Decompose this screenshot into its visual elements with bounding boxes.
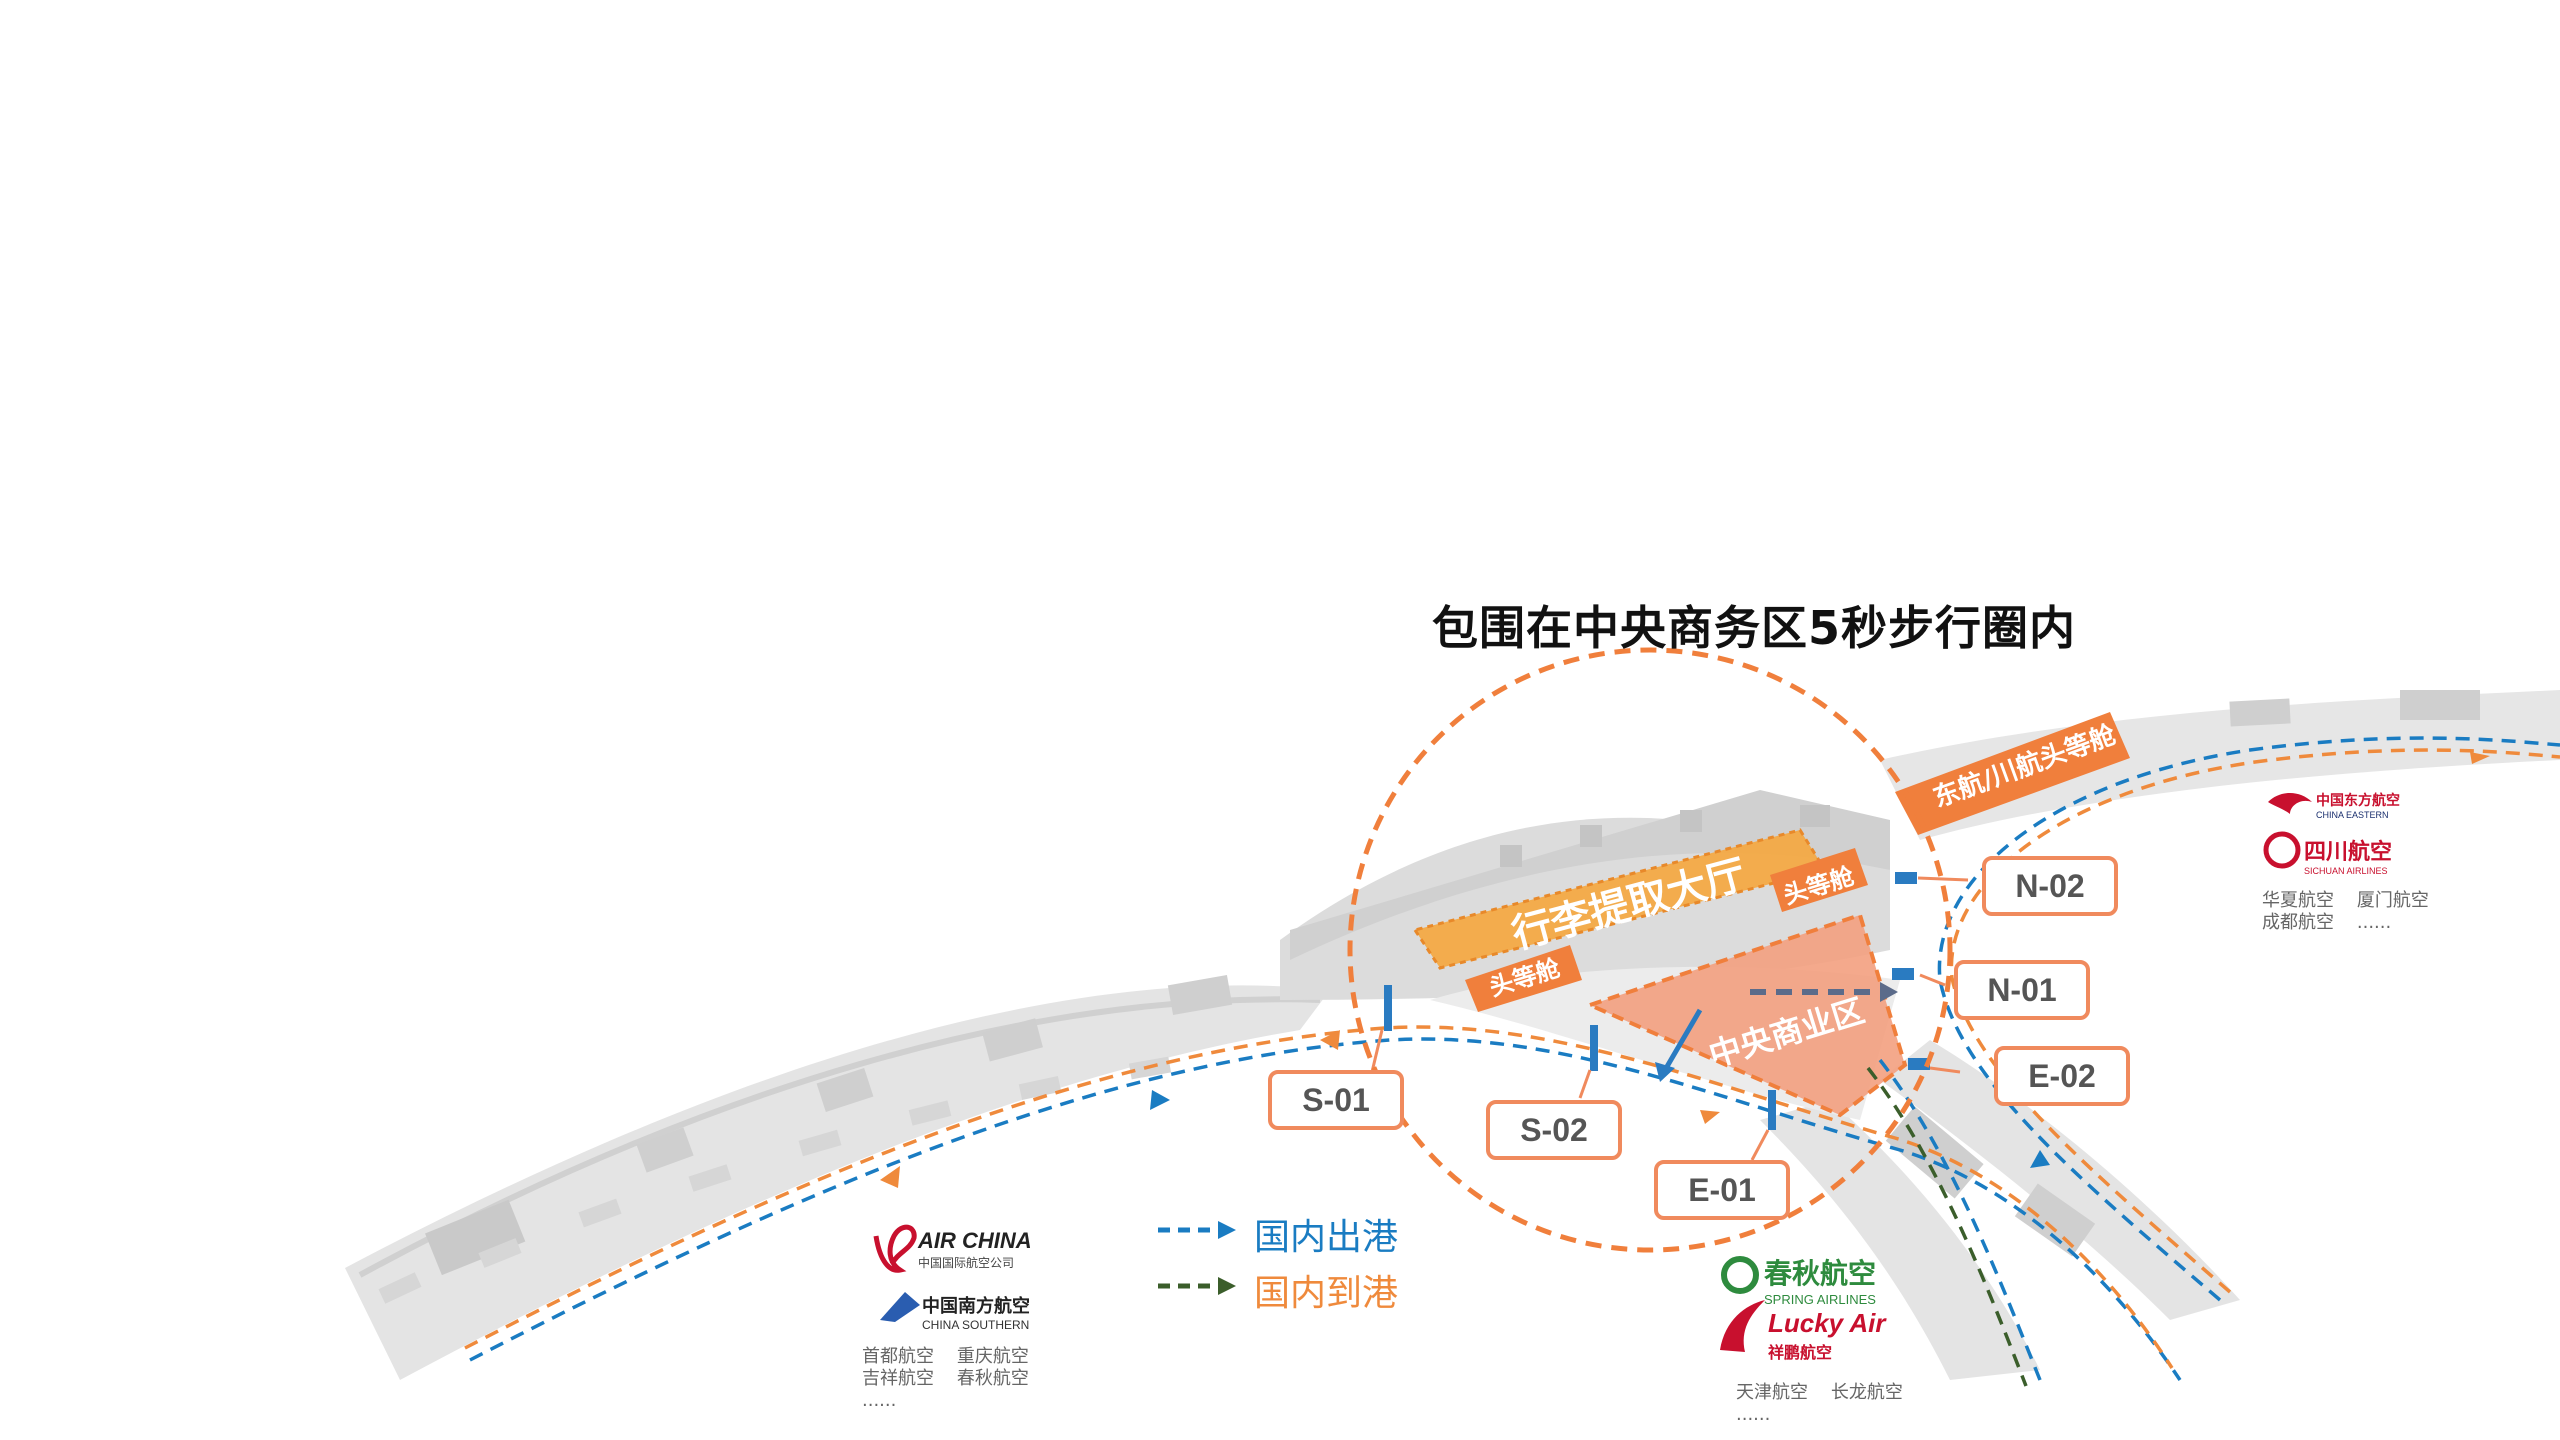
airline-item: ...... <box>862 1390 897 1411</box>
airline-item: 吉祥航空 <box>862 1368 934 1389</box>
spring-airlines-en: SPRING AIRLINES <box>1764 1292 1876 1307</box>
first-class-tag-left <box>1465 945 1582 1012</box>
china-eastern-en: CHINA EASTERN <box>2316 810 2389 820</box>
marker-n02 <box>1895 872 1917 884</box>
air-china-cn: 中国国际航空公司 <box>918 1256 1015 1270</box>
gate-n01[interactable]: N-01 <box>1954 960 2090 1020</box>
gate-leader-lines <box>1370 876 1969 1161</box>
sichuan-airlines-icon <box>2263 831 2301 869</box>
gate-markers <box>1384 872 1930 1130</box>
china-eastern-logo: 中国东方航空 CHINA EASTERN <box>2316 790 2400 820</box>
airline-item: ...... <box>1736 1404 1771 1425</box>
china-southern-icon <box>880 1292 920 1322</box>
marker-s02 <box>1590 1025 1598 1071</box>
lucky-air-icon <box>1720 1300 1765 1352</box>
right-airline-list: 华夏航空 厦门航空 成都航空 ...... <box>2262 890 2429 934</box>
southeast-pier <box>1880 1040 2240 1320</box>
gate-s02[interactable]: S-02 <box>1486 1100 1622 1160</box>
walking-circle <box>1347 647 1953 1253</box>
airline-item: 长龙航空 <box>1830 1382 1903 1403</box>
central-business-zone <box>1584 912 1908 1118</box>
flow-arrows-blue <box>1150 1090 2050 1168</box>
center-airline-list: 天津航空 长龙航空 ...... <box>1736 1382 1903 1426</box>
airline-item: 天津航空 <box>1736 1382 1808 1403</box>
gate-e02[interactable]: E-02 <box>1994 1046 2130 1106</box>
airline-item: 首都航空 <box>862 1346 934 1367</box>
lucky-air-en: Lucky Air <box>1768 1308 1886 1338</box>
business-down-arrowhead <box>1655 1062 1675 1082</box>
eastern-sichuan-tag <box>1895 712 2130 835</box>
sichuan-airlines-cn: 四川航空 <box>2304 839 2393 865</box>
air-china-en: AIR CHINA <box>918 1228 1032 1253</box>
left-airline-list: 首都航空 重庆航空 吉祥航空 春秋航空 ...... <box>862 1346 1029 1412</box>
airline-item: 厦门航空 <box>2356 890 2429 911</box>
air-china-bird-icon <box>873 1224 917 1273</box>
legend-lines <box>1158 1221 1236 1295</box>
airline-item: 华夏航空 <box>2262 890 2334 911</box>
china-eastern-icon <box>2268 793 2312 814</box>
business-flow-arrowhead <box>1880 982 1898 1002</box>
marker-s01 <box>1384 985 1392 1031</box>
sichuan-airlines-logo: 四川航空 SICHUAN AIRLINES <box>2304 834 2392 876</box>
china-southern-en: CHINA SOUTHERN <box>922 1318 1030 1332</box>
gate-s01[interactable]: S-01 <box>1268 1070 1404 1130</box>
airline-item: ...... <box>2356 912 2392 933</box>
marker-n01 <box>1892 968 1914 980</box>
west-pier <box>345 975 1330 1380</box>
airline-item: 成都航空 <box>2262 912 2334 933</box>
marker-e01 <box>1768 1090 1776 1130</box>
lucky-air-cn: 祥鹏航空 <box>1768 1343 1833 1362</box>
east-pier <box>1880 690 2560 840</box>
china-eastern-cn: 中国东方航空 <box>2316 793 2400 809</box>
airline-item: 重庆航空 <box>956 1346 1029 1367</box>
air-china-logo: AIR CHINA 中国国际航空公司 <box>918 1228 1032 1271</box>
china-southern-logo: 中国南方航空 CHINA SOUTHERN <box>922 1292 1030 1332</box>
page-title: 包围在中央商务区5秒步行圈内 <box>1432 601 2077 655</box>
spring-airlines-cn: 春秋航空 <box>1764 1257 1877 1290</box>
spring-airlines-icon <box>1721 1256 1759 1294</box>
first-class-tag-right <box>1770 848 1868 912</box>
lucky-air-logo: Lucky Air 祥鹏航空 <box>1768 1308 1886 1363</box>
flow-arrows <box>880 752 2490 1188</box>
legend-arrival-label: 国内到港 <box>1254 1273 1399 1314</box>
marker-e02 <box>1908 1058 1930 1070</box>
sichuan-airlines-en: SICHUAN AIRLINES <box>2304 866 2388 876</box>
legend-departure-label: 国内出港 <box>1254 1217 1399 1258</box>
gate-n02[interactable]: N-02 <box>1982 856 2118 916</box>
business-down-arrow <box>1662 1008 1703 1072</box>
spring-airlines-logo: 春秋航空 SPRING AIRLINES <box>1764 1252 1876 1307</box>
china-southern-cn: 中国南方航空 <box>922 1296 1030 1317</box>
gate-e01[interactable]: E-01 <box>1654 1160 1790 1220</box>
airline-item: 春秋航空 <box>956 1368 1029 1389</box>
